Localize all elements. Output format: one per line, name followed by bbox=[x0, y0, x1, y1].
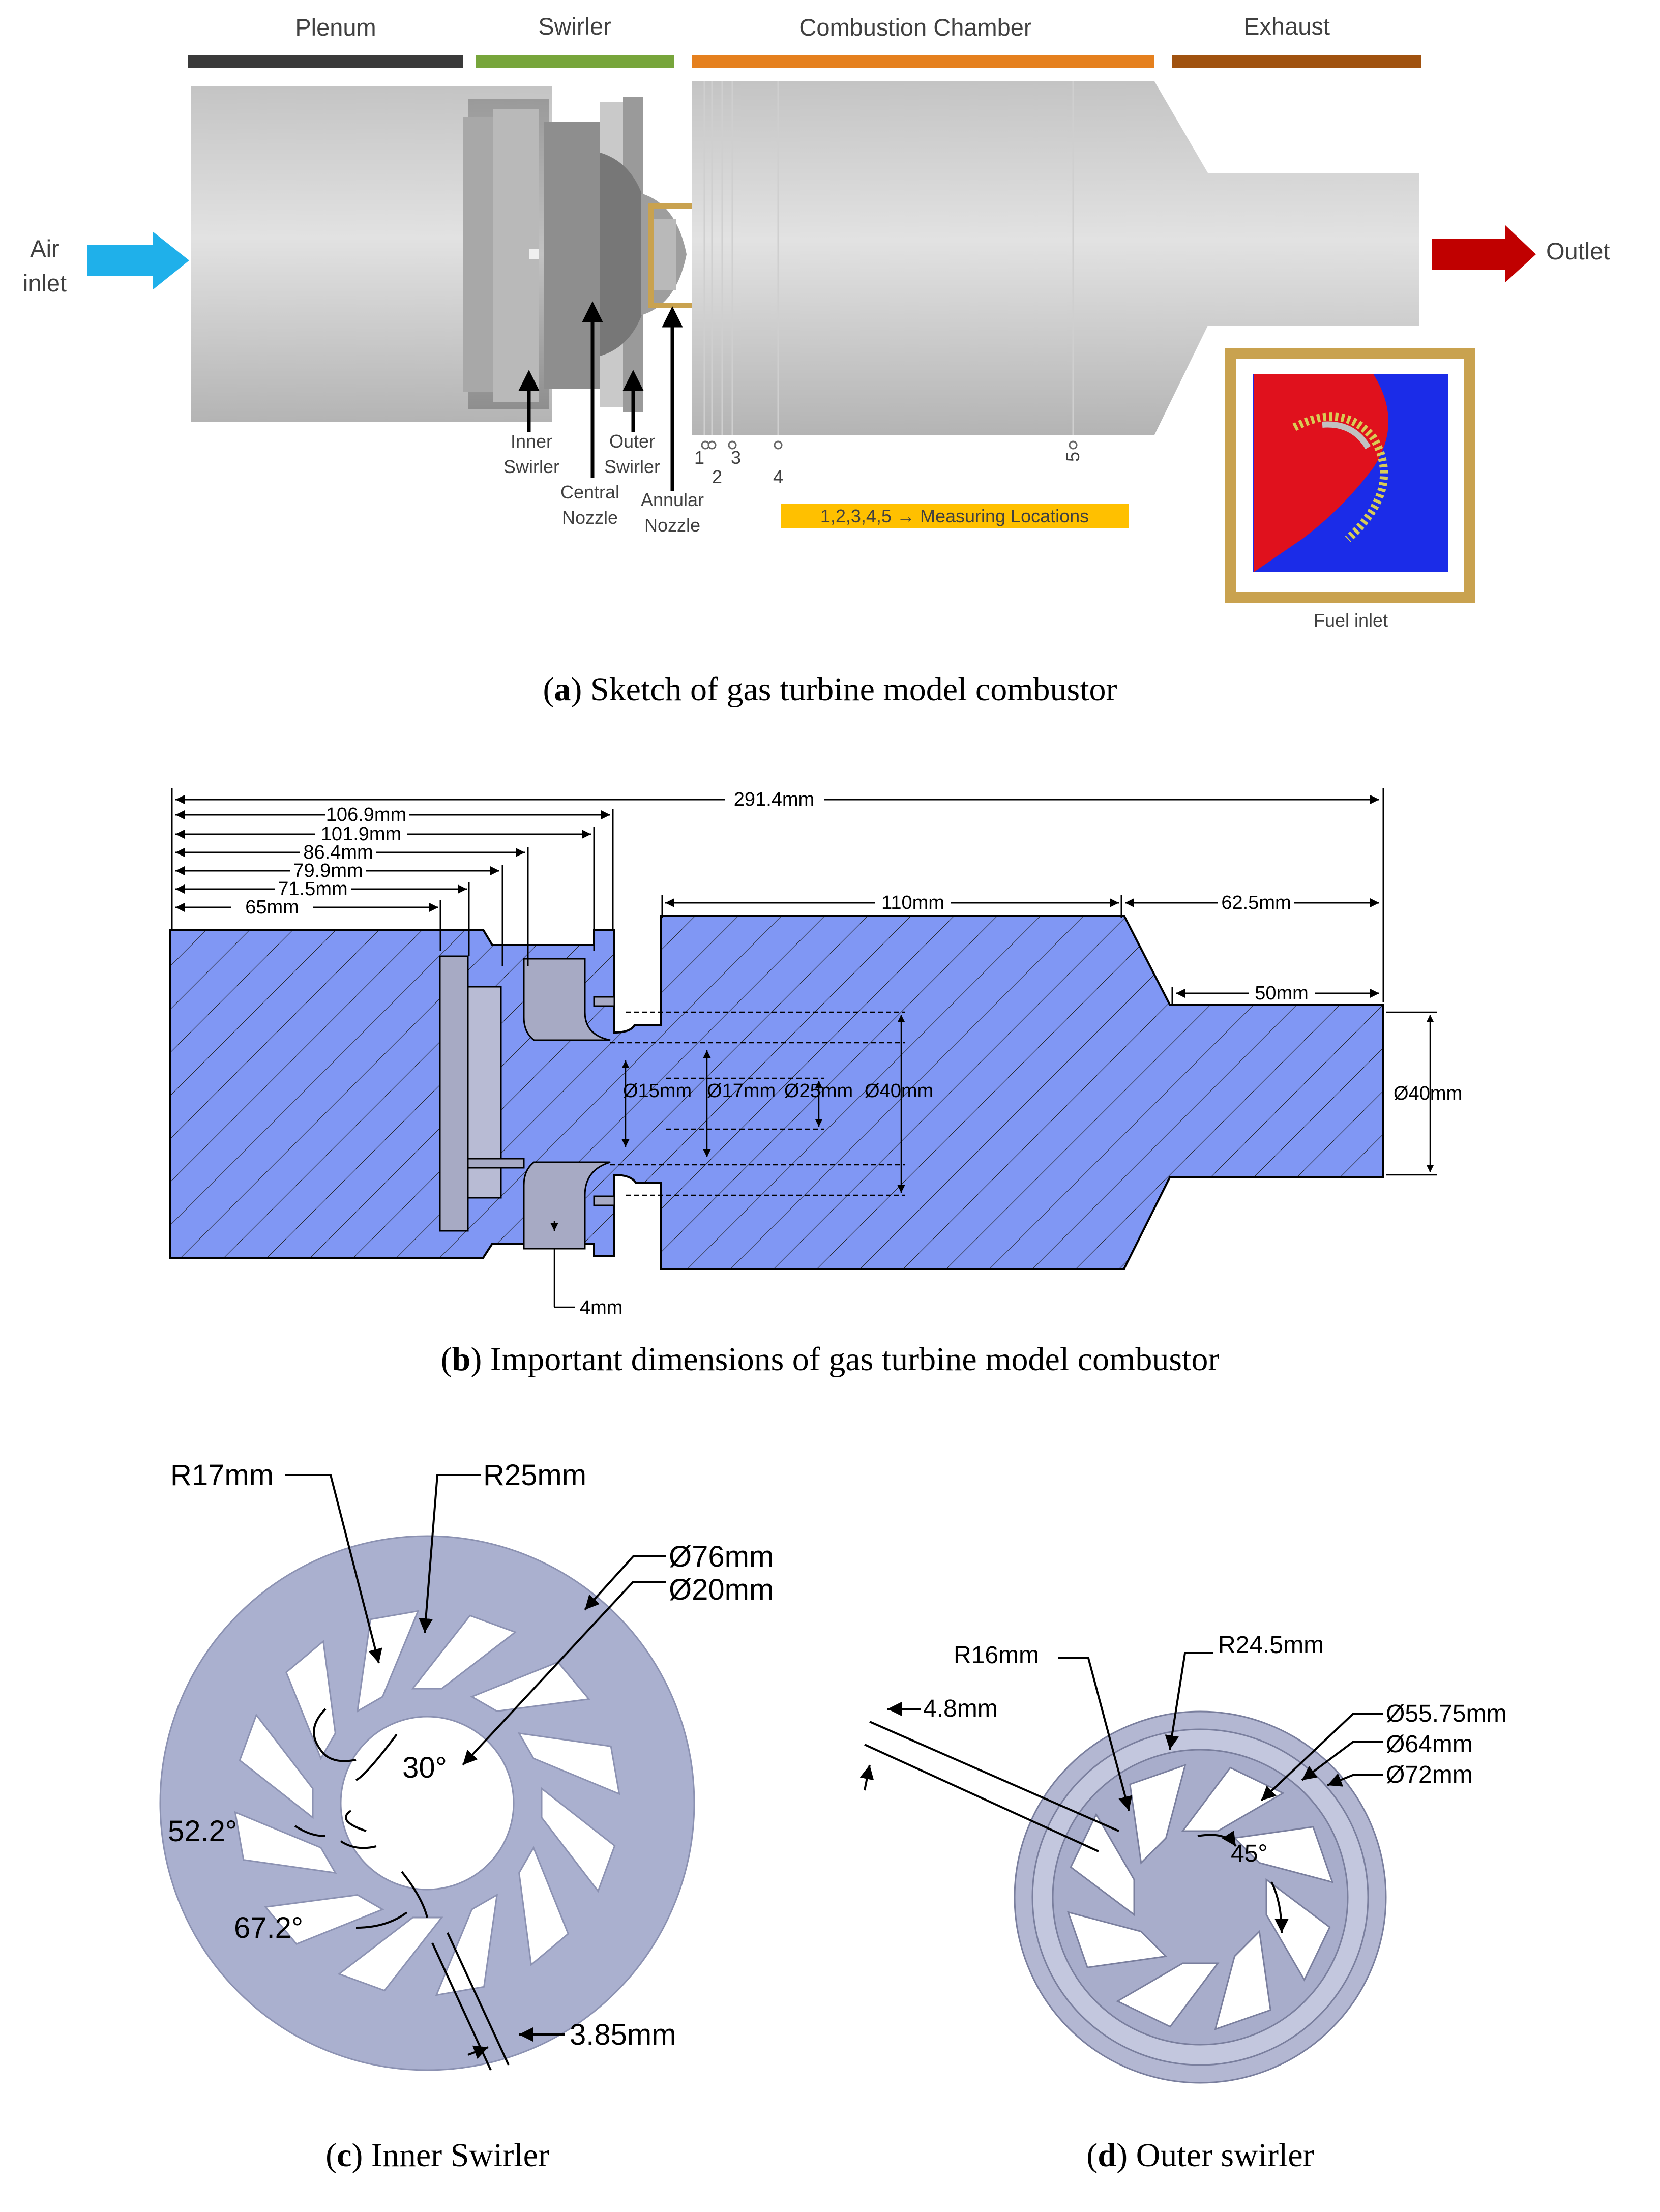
label-r17: R17mm bbox=[170, 1459, 274, 1492]
swirler-slot bbox=[1265, 1878, 1331, 1982]
panel-a: Plenum Swirler Combustion Chamber Exhaus… bbox=[0, 0, 1660, 708]
plenum-bar bbox=[188, 55, 463, 68]
swirler-slot bbox=[435, 1893, 498, 1996]
section-label-exhaust: Exhaust bbox=[1243, 13, 1330, 40]
label-67-2deg: 67.2° bbox=[234, 1911, 303, 1944]
dim-106-9: 106.9mm bbox=[326, 804, 406, 825]
inner-swirler-drawing bbox=[159, 1535, 695, 2071]
measuring-point-4: 4 bbox=[773, 466, 783, 487]
label-phi20: Ø20mm bbox=[669, 1573, 774, 1606]
caption-b: (b) Important dimensions of gas turbine … bbox=[440, 1341, 1220, 1378]
measuring-point-5: 5 bbox=[1062, 452, 1083, 462]
caption-d: (d) Outer swirler bbox=[1086, 2137, 1314, 2174]
measuring-points bbox=[701, 440, 1078, 450]
measuring-point-1: 1 bbox=[694, 447, 704, 468]
combustion-chamber-body bbox=[692, 81, 1154, 435]
swirler-bar bbox=[476, 55, 674, 68]
label-phi72: Ø72mm bbox=[1386, 1761, 1473, 1788]
dim-total-length: 291.4mm bbox=[734, 789, 814, 810]
swirler-slot bbox=[264, 1894, 384, 1945]
panel-b: 291.4mm 106.9mm 101.9mm 86.4mm 79.9mm 71… bbox=[0, 748, 1660, 1383]
measuring-point-3: 3 bbox=[731, 447, 741, 468]
panel-cd: R17mm R25mm Ø76mm Ø20mm 30° 52.2° 67.2° … bbox=[0, 1414, 1660, 2212]
dimensions-drawing: 291.4mm 106.9mm 101.9mm 86.4mm 79.9mm 71… bbox=[169, 788, 1462, 1318]
fuel-inlet-label: Fuel inlet bbox=[1314, 610, 1388, 631]
swirler-slot bbox=[517, 1732, 620, 1795]
label-4-8: 4.8mm bbox=[923, 1695, 998, 1722]
label-phi64: Ø64mm bbox=[1386, 1731, 1473, 1758]
dim-86-4: 86.4mm bbox=[303, 842, 373, 863]
measuring-banner-text: 1,2,3,4,5 → Measuring Locations bbox=[820, 506, 1089, 526]
combustor-section bbox=[169, 915, 1384, 1270]
swirler-slot bbox=[1070, 1813, 1135, 1916]
dim-phi15: Ø15mm bbox=[623, 1080, 692, 1102]
label-r24-5: R24.5mm bbox=[1218, 1632, 1324, 1659]
swirler-slot bbox=[1116, 1962, 1220, 2028]
section-label-combustion-chamber: Combustion Chamber bbox=[799, 14, 1031, 41]
swirler-body bbox=[463, 97, 687, 412]
swirler-drawings: R17mm R25mm Ø76mm Ø20mm 30° 52.2° 67.2° … bbox=[159, 1459, 1506, 2084]
caption-a: (a) Sketch of gas turbine model combusto… bbox=[543, 671, 1117, 708]
dim-phi40-outlet: Ø40mm bbox=[1394, 1083, 1462, 1104]
combustor-sketch: Plenum Swirler Combustion Chamber Exhaus… bbox=[23, 13, 1610, 631]
label-phi55-75: Ø55.75mm bbox=[1386, 1700, 1506, 1727]
exhaust-bar bbox=[1172, 55, 1421, 68]
label-30deg: 30° bbox=[402, 1751, 447, 1784]
measuring-banner bbox=[781, 504, 1129, 528]
label-45deg: 45° bbox=[1231, 1840, 1268, 1867]
outer-swirler-drawing bbox=[1014, 1710, 1387, 2084]
dim-79-9: 79.9mm bbox=[293, 860, 363, 881]
label-r16: R16mm bbox=[954, 1642, 1039, 1669]
section-label-plenum: Plenum bbox=[295, 14, 376, 41]
swirler-slot bbox=[541, 1787, 616, 1893]
swirler-slot bbox=[337, 1916, 443, 1992]
label-phi76: Ø76mm bbox=[669, 1540, 774, 1573]
label-r25: R25mm bbox=[483, 1459, 586, 1492]
dim-4mm: 4mm bbox=[580, 1297, 622, 1318]
dim-phi40: Ø40mm bbox=[865, 1080, 933, 1102]
swirler-slot bbox=[470, 1661, 590, 1712]
dim-71-5: 71.5mm bbox=[278, 878, 347, 900]
swirler-slot bbox=[285, 1640, 336, 1760]
dim-110: 110mm bbox=[881, 892, 944, 913]
swirler-slot bbox=[518, 1846, 569, 1966]
combustion-chamber-bar bbox=[692, 55, 1154, 68]
swirler-slot bbox=[1214, 1930, 1271, 2031]
label-52-2deg: 52.2° bbox=[168, 1815, 237, 1848]
swirler-parts bbox=[439, 955, 615, 1250]
section-label-swirler: Swirler bbox=[538, 13, 611, 40]
swirler-slot bbox=[1066, 1911, 1168, 1968]
air-inlet-arrow bbox=[87, 231, 189, 290]
dim-62-5: 62.5mm bbox=[1221, 892, 1291, 913]
fuel-inlet-inset-image bbox=[1253, 374, 1448, 572]
swirler-slot bbox=[1129, 1763, 1187, 1865]
caption-c: (c) Inner Swirler bbox=[325, 2137, 549, 2174]
dim-phi25: Ø25mm bbox=[784, 1080, 853, 1102]
swirler-slot bbox=[1181, 1766, 1285, 1832]
swirler-slot bbox=[234, 1811, 337, 1874]
measuring-point-2: 2 bbox=[712, 466, 722, 487]
swirler-slot bbox=[411, 1614, 517, 1690]
dim-65: 65mm bbox=[245, 897, 299, 918]
label-3-85: 3.85mm bbox=[570, 2018, 676, 2051]
outlet-arrow bbox=[1432, 225, 1536, 282]
exhaust-body bbox=[1154, 81, 1419, 435]
dim-101-9: 101.9mm bbox=[321, 823, 401, 845]
dim-50: 50mm bbox=[1255, 983, 1309, 1004]
swirler-slot bbox=[1233, 1826, 1334, 1883]
dim-phi17: Ø17mm bbox=[707, 1080, 776, 1102]
outlet-label: Outlet bbox=[1546, 238, 1610, 264]
swirler-slot bbox=[239, 1713, 314, 1819]
